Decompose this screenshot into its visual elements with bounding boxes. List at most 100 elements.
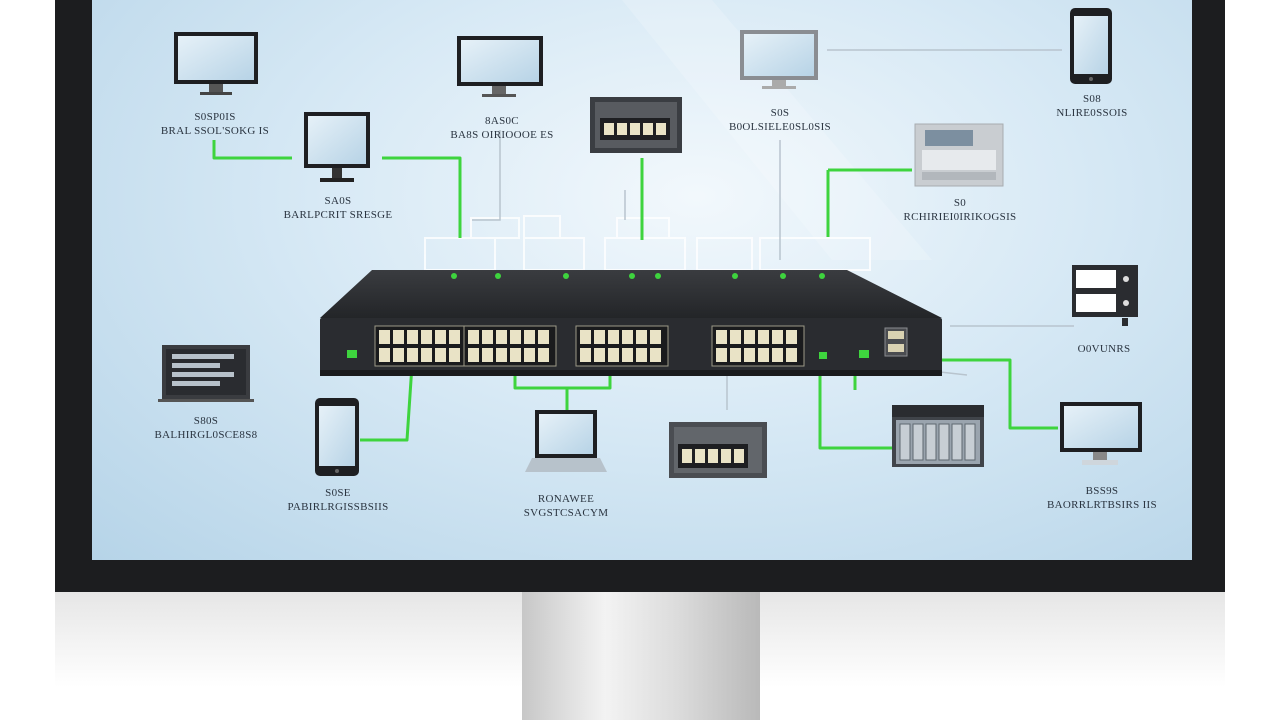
small-switch-bottom <box>669 422 767 478</box>
ethernet-port <box>421 348 432 362</box>
label-mid-right: S0 RCHIRIEI0IRIKOGSIS <box>900 196 1020 224</box>
monitor-bottom-right <box>1060 402 1142 465</box>
network-diagram <box>158 0 1142 478</box>
ethernet-port <box>449 330 460 344</box>
label-line1: S0 <box>953 197 967 209</box>
ethernet-port <box>730 348 741 362</box>
label-line1: S0SE <box>325 487 351 499</box>
ethernet-port <box>636 348 647 362</box>
label-line2: BARLPCRIT SRESGE <box>283 209 393 221</box>
ethernet-port <box>482 348 493 362</box>
label-line1: RONAWEE <box>537 493 595 505</box>
ethernet-port <box>772 348 783 362</box>
label-line1: S08 <box>1082 93 1102 105</box>
ethernet-port <box>786 330 797 344</box>
laptop-left <box>158 345 254 402</box>
drive-bay <box>925 423 937 461</box>
ethernet-port <box>617 123 627 135</box>
ethernet-port <box>716 330 727 344</box>
ethernet-port <box>744 348 755 362</box>
ethernet-port <box>524 348 535 362</box>
label-line1: S0S <box>770 107 790 119</box>
label-top-right: S08 NLIRE0SSOIS <box>1042 92 1142 120</box>
ethernet-port <box>695 449 705 463</box>
ethernet-port <box>786 348 797 362</box>
ethernet-port <box>643 123 653 135</box>
ethernet-port <box>468 330 479 344</box>
ethernet-port <box>379 348 390 362</box>
label-laptop-left: S80S BALHIRGL0SCE8S8 <box>146 414 266 442</box>
server-right <box>1072 265 1138 326</box>
router-top-right <box>914 123 1004 187</box>
ethernet-port <box>496 330 507 344</box>
ethernet-port <box>604 123 614 135</box>
ethernet-port <box>538 330 549 344</box>
ethernet-port <box>730 330 741 344</box>
green-cables <box>212 140 1058 450</box>
phone-top-right <box>1070 8 1112 84</box>
monitor-top-left <box>174 32 258 95</box>
label-bottom-laptop: RONAWEE SVGSTCSACYM <box>506 492 626 520</box>
ethernet-port <box>594 348 605 362</box>
ethernet-port <box>379 330 390 344</box>
label-line1: BSS9S <box>1085 485 1119 497</box>
label-line2: BALHIRGL0SCE8S8 <box>154 429 258 441</box>
drive-bay <box>912 423 924 461</box>
screen-text-line <box>172 372 234 377</box>
ethernet-port <box>421 330 432 344</box>
ethernet-port <box>734 449 744 463</box>
ethernet-port <box>393 330 404 344</box>
label-line2: NLIRE0SSOIS <box>1056 107 1128 119</box>
monitor-top-mid <box>457 36 543 97</box>
drive-bay <box>951 423 963 461</box>
core-switch <box>320 270 942 376</box>
label-line1: O0VUNRS <box>1077 343 1131 355</box>
laptop-bottom <box>525 410 607 472</box>
ethernet-port <box>622 348 633 362</box>
ethernet-port <box>656 123 666 135</box>
ethernet-port <box>524 330 535 344</box>
drive-bay <box>938 423 950 461</box>
label-phone: S0SE PABIRLRGISSBSIIS <box>278 486 398 514</box>
ethernet-port <box>650 348 661 362</box>
ethernet-port <box>744 330 755 344</box>
label-line1: S80S <box>193 415 219 427</box>
ethernet-port <box>772 330 783 344</box>
ethernet-port <box>449 348 460 362</box>
label-line2: PABIRLRGISSBSIIS <box>287 501 389 513</box>
display-screen: S0SP0IS BRAL SSOL'SOKG IS 8AS0C BA8S OIR… <box>92 0 1192 560</box>
ethernet-port <box>636 330 647 344</box>
drive-bay <box>899 423 911 461</box>
label-line1: SA0S <box>324 195 352 207</box>
ethernet-port <box>682 449 692 463</box>
label-top-mid-left: 8AS0C BA8S OIRIOOOE ES <box>442 114 562 142</box>
ethernet-port <box>580 348 591 362</box>
label-mid-left: SA0S BARLPCRIT SRESGE <box>278 194 398 222</box>
ethernet-port <box>393 348 404 362</box>
ethernet-port <box>538 348 549 362</box>
ethernet-port <box>630 123 640 135</box>
ethernet-port <box>758 348 769 362</box>
stand-neck <box>522 592 760 720</box>
ethernet-port <box>407 330 418 344</box>
drive-bay <box>964 423 976 461</box>
label-line2: BRAL SSOL'SOKG IS <box>160 125 270 137</box>
ethernet-port <box>758 330 769 344</box>
phone-bottom-left <box>315 398 359 476</box>
label-line2: BAORRLRTBSIRS IIS <box>1047 499 1157 511</box>
ethernet-port <box>435 330 446 344</box>
ethernet-port <box>407 348 418 362</box>
ethernet-port <box>716 348 727 362</box>
screen-text-line <box>172 354 234 359</box>
label-line2: SVGSTCSACYM <box>523 507 609 519</box>
monitor-top-right <box>740 30 818 89</box>
ethernet-port <box>435 348 446 362</box>
light-reflection <box>622 0 932 260</box>
ethernet-port <box>510 348 521 362</box>
screen-text-line <box>172 381 220 386</box>
label-line2: B0OLSIELE0SL0SIS <box>729 121 831 133</box>
label-line2: RCHIRIEI0IRIKOGSIS <box>903 211 1017 223</box>
label-top-left: S0SP0IS BRAL SSOL'SOKG IS <box>160 110 270 138</box>
ethernet-port <box>594 330 605 344</box>
ethernet-port <box>496 348 507 362</box>
